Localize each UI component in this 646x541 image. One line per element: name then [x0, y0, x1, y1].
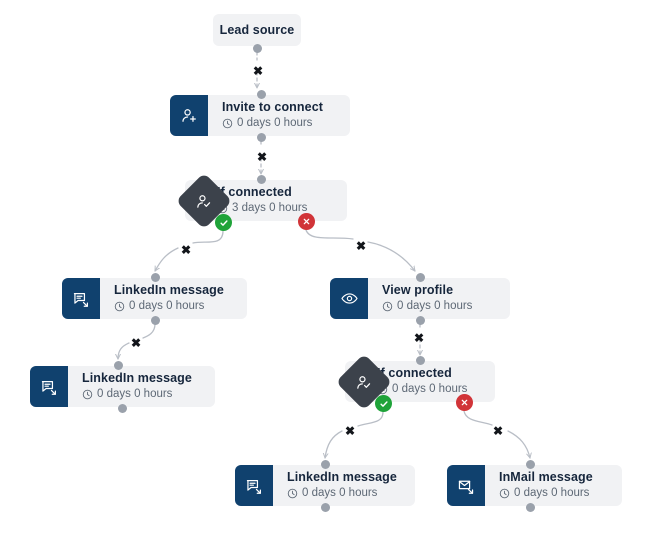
edge-marker-view-to-if2[interactable]: ✖	[414, 331, 425, 345]
node-if-connected-1-duration-row: 3 days 0 hours	[217, 201, 337, 216]
node-inmail-message-title: InMail message	[499, 470, 593, 484]
port-linkedin-message-1-out[interactable]	[151, 316, 160, 325]
linkedin-message-icon	[62, 278, 100, 319]
node-view-profile[interactable]: View profile 0 days 0 hours	[330, 278, 510, 319]
node-linkedin-message-2-duration-row: 0 days 0 hours	[82, 387, 205, 402]
node-inmail-message-body: InMail message 0 days 0 hours	[485, 465, 622, 506]
person-add-icon	[170, 95, 208, 136]
eye-icon	[330, 278, 368, 319]
node-invite-to-connect[interactable]: Invite to connect 0 days 0 hours	[170, 95, 350, 136]
badge-if-connected-2-no[interactable]	[456, 394, 473, 411]
node-linkedin-message-3-title: LinkedIn message	[287, 470, 397, 484]
node-linkedin-message-3-body: LinkedIn message 0 days 0 hours	[273, 465, 415, 506]
linkedin-message-icon	[30, 366, 68, 407]
node-linkedin-message-2[interactable]: LinkedIn message 0 days 0 hours	[30, 366, 215, 407]
node-if-connected-2-body: If connected 0 days 0 hours	[345, 361, 495, 402]
edge-li1-to-li2-path2	[118, 342, 130, 360]
node-view-profile-title: View profile	[382, 283, 454, 297]
node-if-connected-1-title: If connected	[217, 185, 292, 199]
node-inmail-message[interactable]: InMail message 0 days 0 hours	[447, 465, 622, 506]
port-inmail-message-in[interactable]	[526, 460, 535, 469]
clock-icon	[82, 389, 93, 400]
port-linkedin-message-3-out[interactable]	[321, 503, 330, 512]
node-linkedin-message-1-duration: 0 days 0 hours	[129, 300, 205, 312]
edge-marker-lead-to-invite[interactable]: ✖	[253, 64, 264, 78]
node-invite-to-connect-body: Invite to connect 0 days 0 hours	[208, 95, 350, 136]
clock-icon	[114, 301, 125, 312]
port-linkedin-message-2-out[interactable]	[118, 404, 127, 413]
port-if-connected-1-in[interactable]	[257, 175, 266, 184]
edge-if2-no-path	[463, 410, 493, 426]
linkedin-message-icon	[235, 465, 273, 506]
node-linkedin-message-2-duration: 0 days 0 hours	[97, 388, 173, 400]
edge-if2-no-path2	[507, 430, 530, 459]
edge-if2-yes-path2	[325, 430, 343, 459]
clock-icon	[287, 488, 298, 499]
inmail-icon	[447, 465, 485, 506]
port-linkedin-message-1-in[interactable]	[151, 273, 160, 282]
port-view-profile-in[interactable]	[416, 273, 425, 282]
node-linkedin-message-1-duration-row: 0 days 0 hours	[114, 299, 237, 314]
edge-marker-li1-to-li2[interactable]: ✖	[131, 336, 142, 350]
port-linkedin-message-2-in[interactable]	[114, 361, 123, 370]
edge-marker-if2-yes-to-li3[interactable]: ✖	[345, 424, 356, 438]
port-view-profile-out[interactable]	[416, 316, 425, 325]
edge-if1-no-path2	[367, 241, 416, 272]
edge-if2-yes-path	[357, 411, 384, 427]
edge-marker-if1-no-to-view[interactable]: ✖	[356, 239, 367, 253]
port-invite-out[interactable]	[257, 133, 266, 142]
person-check-icon	[175, 172, 233, 229]
edge-marker-if1-yes-to-li1[interactable]: ✖	[181, 243, 192, 257]
port-if-connected-2-in[interactable]	[416, 356, 425, 365]
node-invite-to-connect-duration-row: 0 days 0 hours	[222, 116, 340, 131]
node-invite-to-connect-title: Invite to connect	[222, 100, 324, 114]
edge-if1-no-path-left	[154, 247, 179, 272]
node-if-connected-2[interactable]: If connected 0 days 0 hours	[335, 353, 495, 410]
node-if-connected-2-duration: 0 days 0 hours	[392, 383, 468, 395]
node-if-connected-2-title: If connected	[377, 366, 452, 380]
node-if-connected-1-duration: 3 days 0 hours	[232, 202, 308, 214]
node-linkedin-message-3-duration-row: 0 days 0 hours	[287, 486, 405, 501]
edge-if1-yes-path	[192, 230, 224, 244]
badge-if-connected-1-no[interactable]	[298, 213, 315, 230]
node-if-connected-1-body: If connected 3 days 0 hours	[185, 180, 347, 221]
badge-if-connected-2-yes[interactable]	[375, 395, 392, 412]
node-linkedin-message-3[interactable]: LinkedIn message 0 days 0 hours	[235, 465, 415, 506]
node-lead-source-title: Lead source	[219, 23, 295, 37]
clock-icon	[382, 301, 393, 312]
edge-marker-if2-no-to-inmail[interactable]: ✖	[493, 424, 504, 438]
node-view-profile-duration-row: 0 days 0 hours	[382, 299, 500, 314]
node-view-profile-duration: 0 days 0 hours	[397, 300, 473, 312]
clock-icon	[222, 118, 233, 129]
node-inmail-message-duration-row: 0 days 0 hours	[499, 486, 612, 501]
port-inmail-message-out[interactable]	[526, 503, 535, 512]
node-linkedin-message-1-title: LinkedIn message	[114, 283, 224, 297]
port-linkedin-message-3-in[interactable]	[321, 460, 330, 469]
node-linkedin-message-1[interactable]: LinkedIn message 0 days 0 hours	[62, 278, 247, 319]
edge-marker-invite-to-if1[interactable]: ✖	[257, 150, 268, 164]
node-linkedin-message-1-body: LinkedIn message 0 days 0 hours	[100, 278, 247, 319]
node-invite-to-connect-duration: 0 days 0 hours	[237, 117, 313, 129]
edge-if1-no-path	[305, 229, 354, 240]
node-inmail-message-duration: 0 days 0 hours	[514, 487, 590, 499]
badge-if-connected-1-yes[interactable]	[215, 214, 232, 231]
node-view-profile-body: View profile 0 days 0 hours	[368, 278, 510, 319]
edge-li1-to-li2-path	[142, 323, 156, 339]
clock-icon	[499, 488, 510, 499]
port-invite-in[interactable]	[257, 90, 266, 99]
node-linkedin-message-3-duration: 0 days 0 hours	[302, 487, 378, 499]
node-linkedin-message-2-body: LinkedIn message 0 days 0 hours	[68, 366, 215, 407]
node-lead-source[interactable]: Lead source	[213, 14, 301, 46]
port-lead-source-out[interactable]	[253, 44, 262, 53]
person-check-icon	[335, 353, 393, 410]
node-linkedin-message-2-title: LinkedIn message	[82, 371, 192, 385]
node-if-connected-1[interactable]: If connected 3 days 0 hours	[175, 172, 347, 229]
